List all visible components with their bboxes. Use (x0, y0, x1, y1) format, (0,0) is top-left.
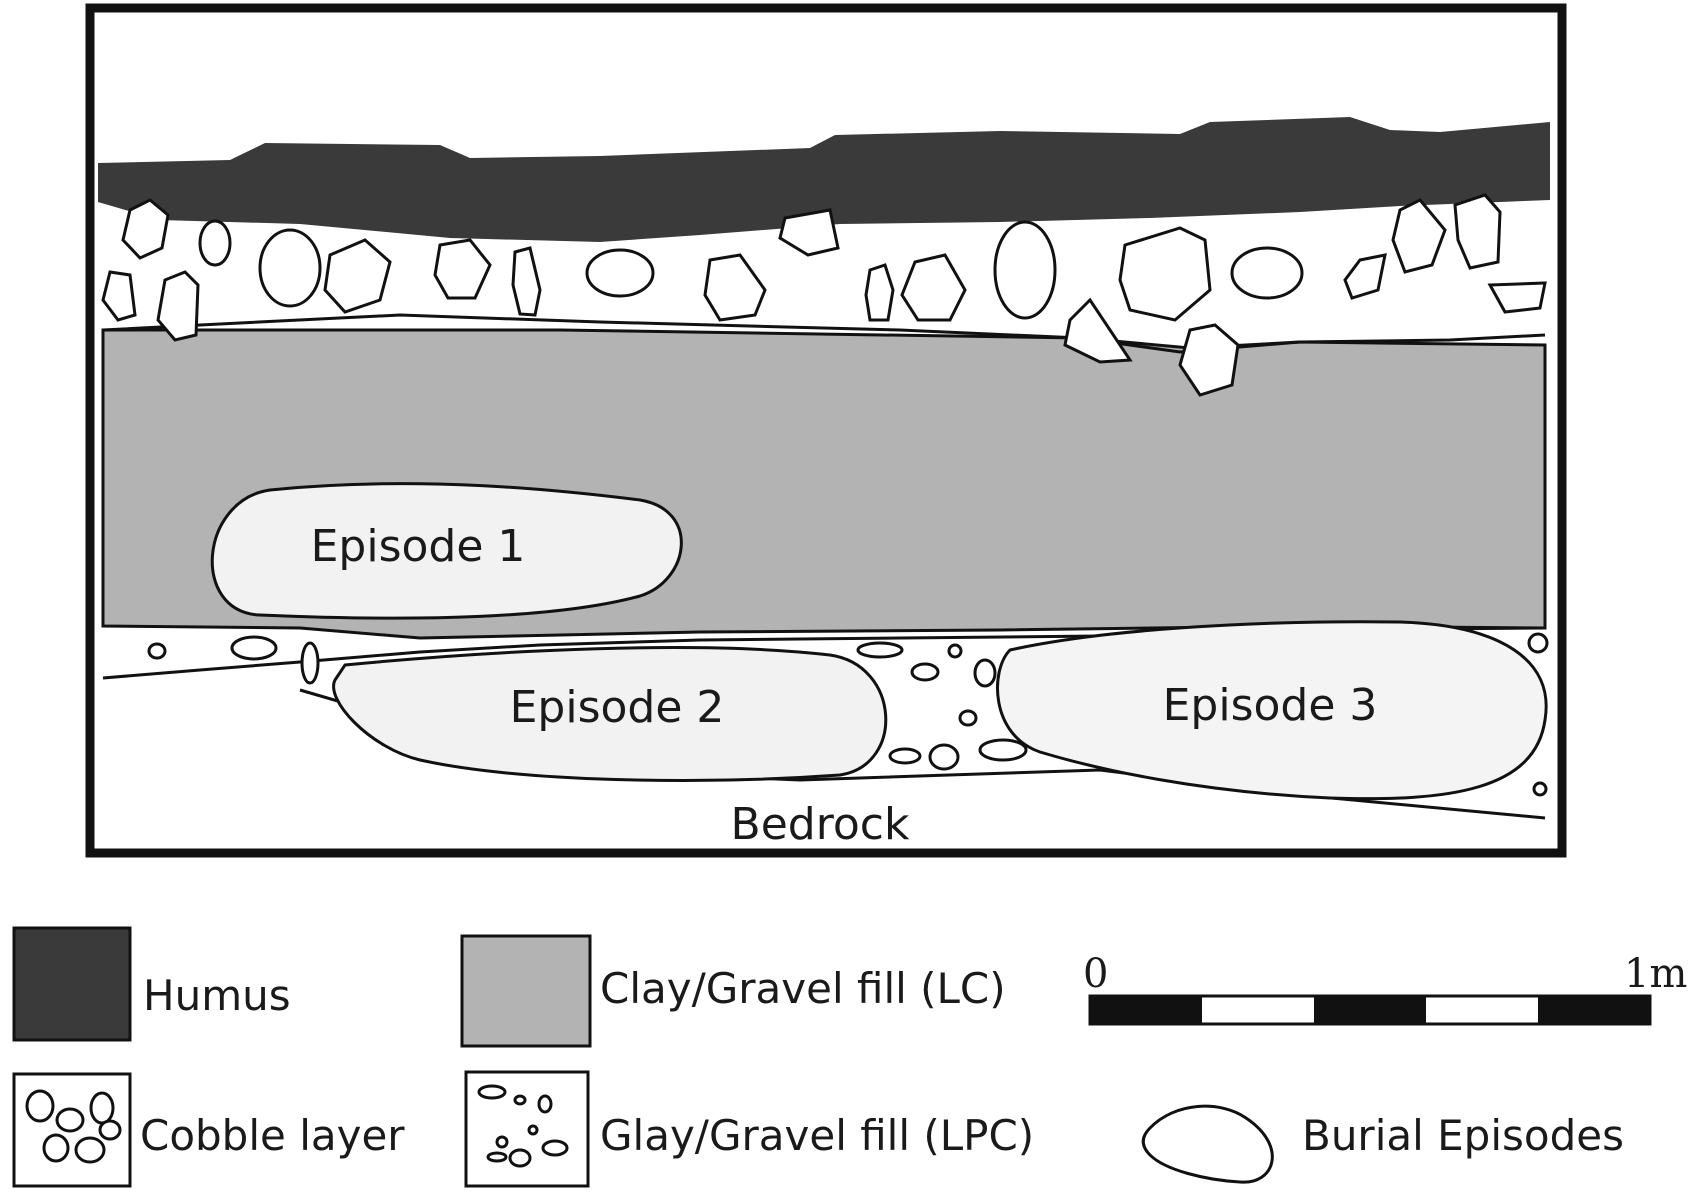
scale-segment (1090, 996, 1202, 1024)
cobble (433, 238, 492, 300)
cobble (900, 253, 967, 322)
humus-layer (98, 117, 1550, 242)
cobble (778, 208, 840, 257)
cobble (864, 263, 895, 322)
legend-humus-swatch (12, 926, 132, 1042)
pebble (910, 662, 940, 682)
cobble (323, 238, 392, 314)
cobble (585, 248, 655, 298)
legend-burial-label: Burial Episodes (1302, 1111, 1624, 1160)
pebble (1532, 781, 1548, 797)
cobble (1343, 253, 1387, 300)
legend-cobble-label: Cobble layer (140, 1111, 405, 1160)
pebble (1527, 632, 1549, 654)
cobble (993, 220, 1057, 320)
pebble (928, 743, 960, 771)
scale-segment (1538, 996, 1650, 1024)
cobble (258, 228, 322, 308)
episode-3-outline (996, 620, 1548, 801)
cobble (101, 270, 137, 322)
episode-2-outline (332, 646, 888, 782)
scale-segment (1314, 996, 1426, 1024)
pebble (958, 709, 978, 727)
pebble (147, 642, 167, 660)
bedrock-label: Bedrock (731, 799, 910, 850)
episode-2-label: Episode 2 (510, 682, 725, 733)
legend-lpc-label: Glay/Gravel fill (LPC) (600, 1111, 1034, 1160)
pebble (856, 641, 904, 659)
cobble (1230, 246, 1304, 300)
cobble (1118, 226, 1212, 322)
scale-start-label: 0 (1083, 951, 1108, 997)
legend-humus-label: Humus (143, 971, 291, 1020)
pebble (888, 747, 922, 765)
pebbles (147, 632, 1549, 797)
cobble (121, 198, 170, 260)
cobble (1391, 198, 1447, 274)
cobble (1178, 323, 1240, 397)
pebble (230, 635, 278, 661)
pebble (978, 738, 1028, 762)
cobble-layer-boundary (102, 313, 1546, 354)
pebble (300, 641, 320, 685)
legend-lc-label: Clay/Gravel fill (LC) (600, 964, 1006, 1013)
legend-lc-swatch (460, 934, 592, 1048)
legend-lpc-icon (477, 1084, 569, 1168)
cobbles (101, 193, 1547, 397)
section-profile: Episode 1 Episode 2 Episode 3 Bedrock (85, 3, 1567, 858)
cobble (511, 246, 542, 317)
scale-bar: 0 1m (1083, 951, 1687, 1026)
pebble (947, 643, 963, 659)
cobble (1063, 297, 1133, 364)
legend-cobble-icon (25, 1089, 122, 1164)
episode-1-label: Episode 1 (311, 521, 526, 572)
episode-1-outline (210, 482, 683, 620)
cobble (1487, 281, 1547, 314)
scale-end-label: 1m (1624, 951, 1687, 997)
episode-3-label: Episode 3 (1163, 680, 1378, 731)
section-frame (85, 3, 1567, 858)
cobble (703, 253, 767, 322)
cobble (198, 219, 232, 267)
legend: Humus Clay/Gravel fill (LC) 0 1m Cobble … (12, 926, 1687, 1188)
pebble (973, 658, 997, 688)
legend-burial-icon (1141, 1104, 1274, 1184)
cobble (1453, 193, 1502, 270)
cobble (156, 270, 200, 342)
